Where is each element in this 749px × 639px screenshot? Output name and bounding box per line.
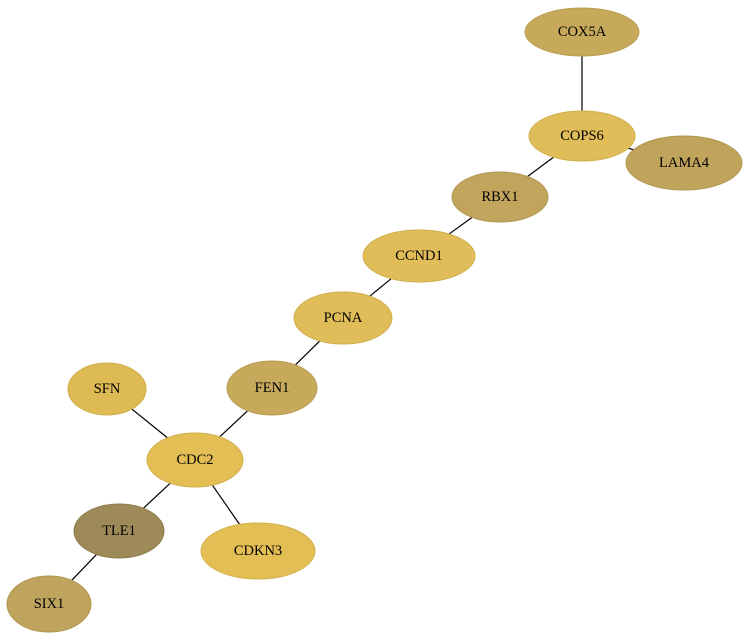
node-ellipse[interactable] xyxy=(528,110,636,162)
node-label: CCND1 xyxy=(395,248,443,264)
node-six1[interactable]: SIX1 xyxy=(6,575,92,633)
edge-ccnd1-pcna xyxy=(369,278,392,297)
node-ellipse[interactable] xyxy=(200,522,316,580)
node-label: COX5A xyxy=(558,24,607,40)
node-ellipse[interactable] xyxy=(625,135,743,191)
edges-layer xyxy=(71,56,634,581)
edge-cdc2-tle1 xyxy=(142,482,171,509)
node-rbx1[interactable]: RBX1 xyxy=(451,171,549,223)
node-label: SFN xyxy=(94,381,121,397)
edge-tle1-six1 xyxy=(71,553,97,581)
node-label: FEN1 xyxy=(255,380,290,396)
node-ellipse[interactable] xyxy=(451,171,549,223)
node-sfn[interactable]: SFN xyxy=(67,362,147,416)
node-fen1[interactable]: FEN1 xyxy=(226,360,318,416)
node-cdc2[interactable]: CDC2 xyxy=(146,432,244,488)
edge-pcna-fen1 xyxy=(294,340,321,366)
edge-fen1-cdc2 xyxy=(219,410,249,438)
node-label: SIX1 xyxy=(34,596,65,612)
node-ellipse[interactable] xyxy=(6,575,92,633)
node-label: RBX1 xyxy=(481,189,518,205)
edge-cdc2-cdkn3 xyxy=(211,484,241,525)
node-lama4[interactable]: LAMA4 xyxy=(625,135,743,191)
edge-rbx1-ccnd1 xyxy=(448,216,473,235)
edge-cops6-rbx1 xyxy=(527,156,554,178)
node-label: PCNA xyxy=(324,310,363,326)
node-cox5a[interactable]: COX5A xyxy=(524,7,640,57)
node-label: COPS6 xyxy=(560,128,604,144)
node-ellipse[interactable] xyxy=(226,360,318,416)
edge-sfn-cdc2 xyxy=(131,408,168,439)
node-ellipse[interactable] xyxy=(73,503,165,559)
node-label: LAMA4 xyxy=(659,155,710,171)
node-pcna[interactable]: PCNA xyxy=(293,291,393,345)
node-ellipse[interactable] xyxy=(524,7,640,57)
node-cdkn3[interactable]: CDKN3 xyxy=(200,522,316,580)
node-ellipse[interactable] xyxy=(362,229,476,283)
node-label: TLE1 xyxy=(102,523,136,539)
node-cops6[interactable]: COPS6 xyxy=(528,110,636,162)
node-ellipse[interactable] xyxy=(146,432,244,488)
node-label: CDKN3 xyxy=(234,543,282,559)
node-ellipse[interactable] xyxy=(67,362,147,416)
node-label: CDC2 xyxy=(176,452,213,468)
edge-cops6-lama4 xyxy=(628,147,634,151)
node-ellipse[interactable] xyxy=(293,291,393,345)
node-tle1[interactable]: TLE1 xyxy=(73,503,165,559)
node-ccnd1[interactable]: CCND1 xyxy=(362,229,476,283)
